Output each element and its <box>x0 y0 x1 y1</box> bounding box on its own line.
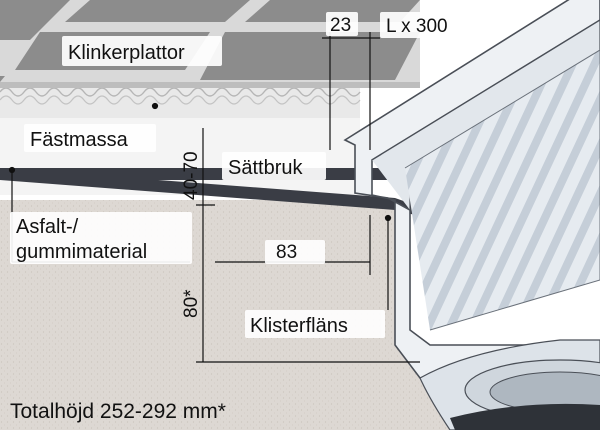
adhesive-layer <box>0 86 361 118</box>
label-boxes <box>10 12 475 338</box>
dim-depth: 80* <box>181 289 202 318</box>
drain-channel <box>343 0 600 431</box>
dim-mortar-range: 40-70 <box>181 151 202 200</box>
label-flange: Klisterfläns <box>250 315 348 337</box>
dim-length: L x 300 <box>386 16 448 37</box>
dim-gap: 23 <box>330 15 351 36</box>
label-tiles: Klinkerplattor <box>68 42 185 64</box>
total-height-note: Totalhöjd 252-292 mm* <box>10 400 226 423</box>
dim-flange-width: 83 <box>276 242 297 263</box>
label-mortar: Sättbruk <box>228 157 303 179</box>
label-adhesive: Fästmassa <box>30 129 129 151</box>
label-membrane-line2: gummimaterial <box>16 241 147 263</box>
label-membrane-line1: Asfalt-/ <box>16 216 79 238</box>
